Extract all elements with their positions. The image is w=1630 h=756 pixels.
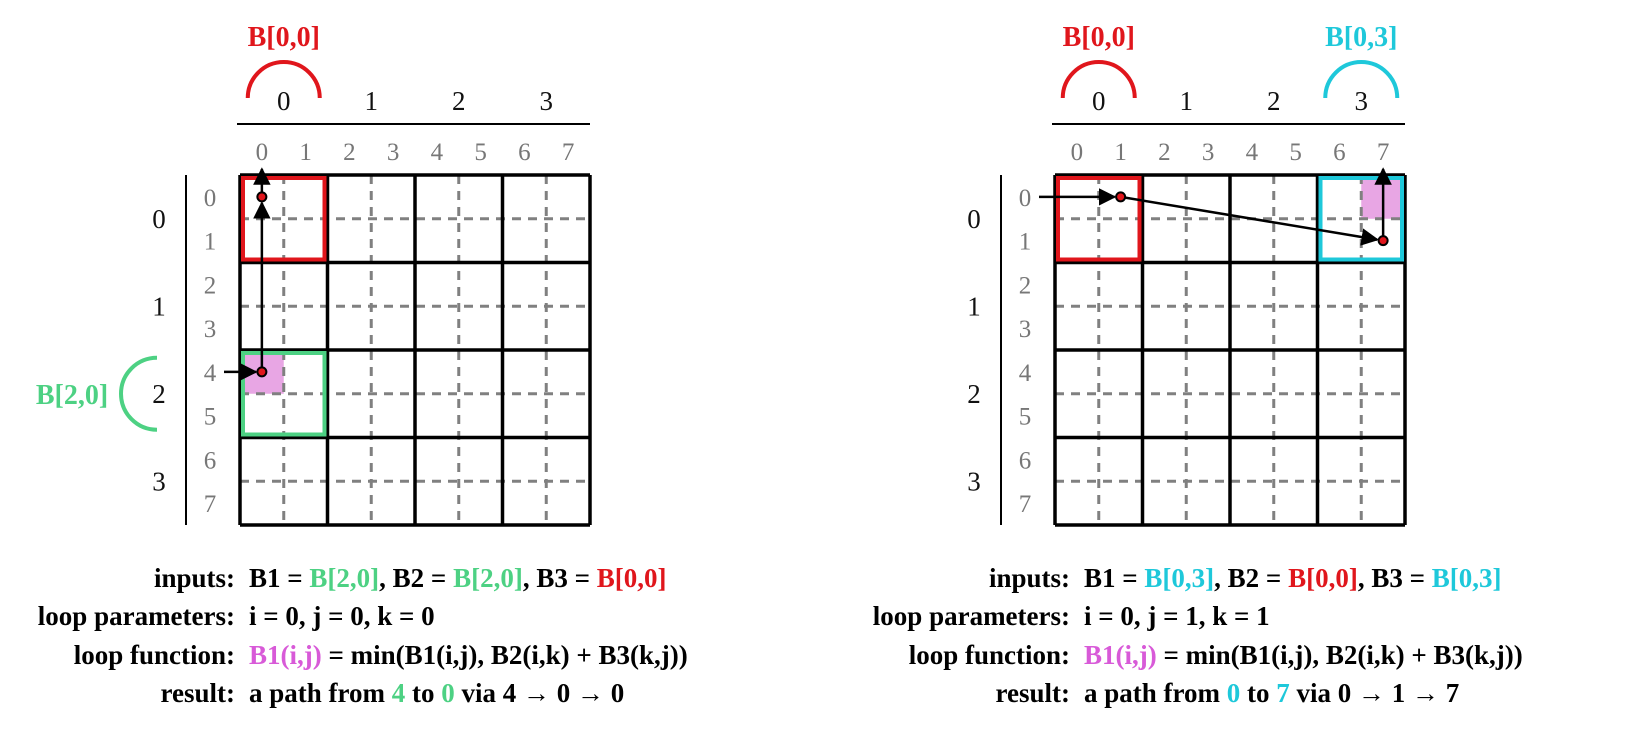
column-index-label: 2 xyxy=(1158,139,1171,166)
column-index-label: 6 xyxy=(1333,139,1346,166)
row-index-label: 0 xyxy=(1019,185,1032,212)
column-index-label: 4 xyxy=(431,139,444,166)
row-index-label: 3 xyxy=(204,316,217,343)
block-marker-label: B[0,0] xyxy=(248,22,320,53)
block-outline xyxy=(241,351,327,437)
row-index-label: 2 xyxy=(204,272,217,299)
loop-parameters-value: i = 0, j = 0, k = 0 xyxy=(249,601,435,631)
loop-function-label: loop function: xyxy=(73,640,235,670)
path-node xyxy=(1377,235,1389,247)
loop-parameters-label: loop parameters: xyxy=(37,601,235,631)
column-index-label: 7 xyxy=(562,139,575,166)
column-index-label: 5 xyxy=(1289,139,1302,166)
block-marker-arc xyxy=(1060,60,1137,99)
inputs-value: B1 = B[2,0], B2 = B[2,0], B3 = B[0,0] xyxy=(249,563,667,593)
loop-function-label: loop function: xyxy=(908,640,1070,670)
row-index-label: 1 xyxy=(204,229,217,256)
path-arrow xyxy=(1120,195,1379,246)
row-index-label: 5 xyxy=(204,404,217,431)
column-index-label: 1 xyxy=(1114,139,1127,166)
inputs-label: inputs: xyxy=(153,563,235,593)
block-marker-arc xyxy=(245,60,322,99)
column-index-label: 0 xyxy=(1071,139,1084,166)
row-block-label: 2 xyxy=(967,379,981,409)
block-outline xyxy=(241,176,327,262)
column-block-label: 3 xyxy=(540,86,554,116)
column-index-label: 2 xyxy=(343,139,356,166)
row-block-label: 1 xyxy=(152,291,166,321)
row-block-label: 1 xyxy=(967,291,981,321)
row-index-label: 5 xyxy=(1019,404,1032,431)
column-block-label: 0 xyxy=(277,86,291,116)
row-block-label: 0 xyxy=(967,204,981,234)
result-value: a path from 4 to 0 via 4 → 0 → 0 xyxy=(249,678,625,708)
column-index-label: 0 xyxy=(256,139,269,166)
column-index-label: 4 xyxy=(1246,139,1259,166)
row-index-label: 6 xyxy=(1019,447,1032,474)
block-outline xyxy=(1318,176,1404,262)
row-index-label: 7 xyxy=(204,491,217,518)
block-marker-label: B[2,0] xyxy=(36,380,108,411)
column-block-label: 3 xyxy=(1355,86,1369,116)
row-index-label: 7 xyxy=(1019,491,1032,518)
column-index-label: 3 xyxy=(1202,139,1215,166)
block-marker-arc xyxy=(119,355,158,432)
result-value: a path from 0 to 7 via 0 → 1 → 7 xyxy=(1084,678,1460,708)
path-node xyxy=(256,191,268,203)
loop-function-value: B1(i,j) = min(B1(i,j), B2(i,k) + B3(k,j)… xyxy=(249,640,688,670)
inputs-label: inputs: xyxy=(988,563,1070,593)
row-block-label: 3 xyxy=(967,466,981,496)
column-index-label: 3 xyxy=(387,139,400,166)
column-index-label: 7 xyxy=(1377,139,1390,166)
row-index-label: 4 xyxy=(204,360,217,387)
loop-parameters-label: loop parameters: xyxy=(872,601,1070,631)
block-marker-arc xyxy=(1323,60,1400,99)
row-index-label: 3 xyxy=(1019,316,1032,343)
column-index-label: 5 xyxy=(474,139,487,166)
row-index-label: 4 xyxy=(1019,360,1032,387)
column-block-label: 1 xyxy=(365,86,379,116)
row-index-label: 2 xyxy=(1019,272,1032,299)
column-block-label: 2 xyxy=(1267,86,1281,116)
path-node xyxy=(256,366,268,378)
row-index-label: 0 xyxy=(204,185,217,212)
block-outline xyxy=(1056,176,1142,262)
column-block-label: 1 xyxy=(1180,86,1194,116)
row-block-label: 0 xyxy=(152,204,166,234)
row-block-label: 2 xyxy=(152,379,166,409)
block-marker-label: B[0,3] xyxy=(1325,22,1397,53)
row-index-label: 1 xyxy=(1019,229,1032,256)
result-label: result: xyxy=(995,678,1071,708)
loop-parameters-value: i = 0, j = 1, k = 1 xyxy=(1084,601,1270,631)
loop-function-value: B1(i,j) = min(B1(i,j), B2(i,k) + B3(k,j)… xyxy=(1084,640,1523,670)
block-marker-label: B[0,0] xyxy=(1063,22,1135,53)
column-block-label: 2 xyxy=(452,86,466,116)
result-label: result: xyxy=(160,678,236,708)
inputs-value: B1 = B[0,3], B2 = B[0,0], B3 = B[0,3] xyxy=(1084,563,1502,593)
column-index-label: 6 xyxy=(518,139,531,166)
column-index-label: 1 xyxy=(299,139,312,166)
row-block-label: 3 xyxy=(152,466,166,496)
path-node xyxy=(1115,191,1127,203)
column-block-label: 0 xyxy=(1092,86,1106,116)
row-index-label: 6 xyxy=(204,447,217,474)
